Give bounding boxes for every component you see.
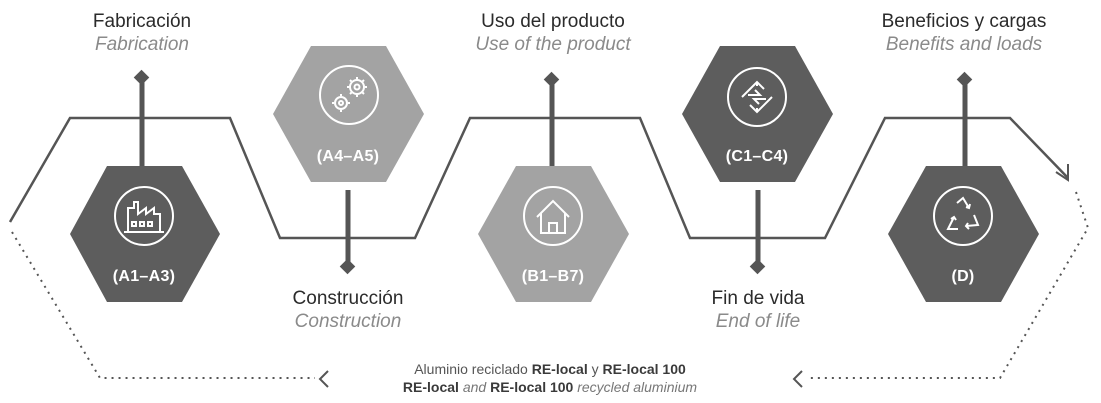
caption-text: and: [458, 379, 491, 396]
hex-a1-a3: [70, 166, 220, 302]
factory-icon: [114, 186, 174, 246]
path-arrow-head: [1055, 164, 1069, 182]
label-en: Benefits and loads: [885, 34, 1043, 56]
recycled-aluminium-caption: Aluminio reciclado RE-local y RE-local 1…: [300, 360, 800, 396]
brand-re-local: RE-local: [402, 379, 459, 396]
label-en: Use of the product: [475, 34, 631, 56]
stage-code-a4-a5: (A4–A5): [316, 148, 380, 165]
arrows-cycle-icon: [727, 67, 787, 127]
label-es: Uso del producto: [481, 11, 625, 32]
hex-c1-c4: [682, 46, 833, 182]
brand-re-local-100: RE-local 100: [490, 379, 574, 396]
caption-line-es: Aluminio reciclado RE-local y RE-local 1…: [300, 360, 800, 378]
caption-text: Aluminio reciclado: [414, 361, 532, 377]
stage-code-c1-c4: (C1–C4): [725, 148, 789, 165]
label-es: Fin de vida: [711, 288, 805, 309]
gears-icon: [319, 65, 379, 125]
hex-d: [888, 166, 1039, 302]
label-es: Fabricación: [92, 11, 192, 32]
stage-label-use: Uso del producto Use of the product: [423, 10, 683, 56]
brand-re-local: RE-local: [531, 361, 588, 377]
caption-line-en: RE-local and RE-local 100 recycled alumi…: [300, 378, 800, 396]
chevron-left-icon: [318, 370, 329, 388]
label-es: Beneficios y cargas: [881, 11, 1047, 32]
stage-label-construction: Construcción Construction: [218, 287, 478, 333]
stage-code-a1-a3: (A1–A3): [112, 268, 176, 285]
stage-label-end-of-life: Fin de vida End of life: [628, 287, 888, 333]
stage-code-d: (D): [951, 268, 975, 285]
label-es: Construcción: [292, 288, 404, 309]
dotted-return-left: [11, 231, 315, 379]
label-en: End of life: [715, 311, 801, 333]
recycle-icon: [933, 186, 993, 246]
label-en: Construction: [294, 311, 402, 333]
stage-label-benefits: Beneficios y cargas Benefits and loads: [834, 10, 1094, 56]
caption-text: y: [587, 361, 603, 377]
stage-label-fabrication: Fabricación Fabrication: [12, 10, 272, 56]
caption-text: recycled aluminium: [573, 379, 698, 396]
brand-re-local-100: RE-local 100: [602, 361, 686, 377]
hex-a4-a5: [273, 46, 424, 182]
chevron-left-icon-2: [792, 370, 803, 388]
stage-code-b1-b7: (B1–B7): [521, 268, 585, 285]
label-en: Fabrication: [95, 34, 189, 56]
house-icon: [523, 186, 583, 246]
zigzag-path: [8, 116, 1069, 240]
